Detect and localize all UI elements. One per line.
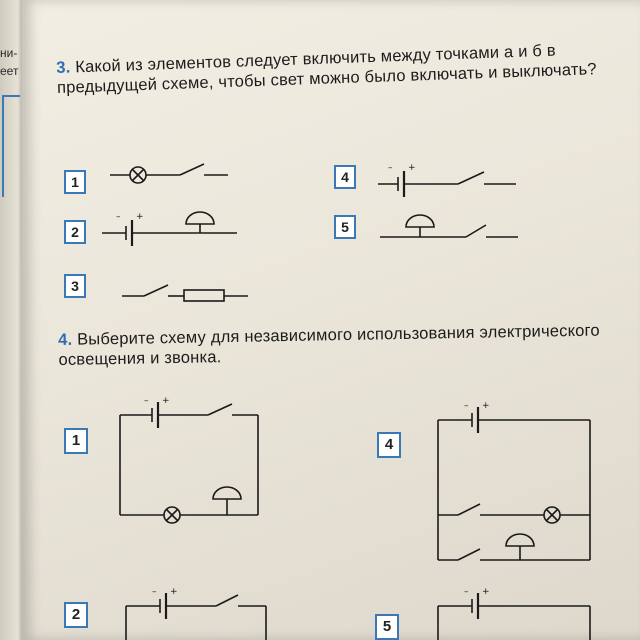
bell-icon <box>212 486 242 515</box>
bell-icon <box>505 533 535 560</box>
q3-option-2-circuit: – + <box>102 211 237 246</box>
question-3-number: 3. <box>56 58 71 77</box>
q4-option-5-circuit: – + <box>437 587 591 640</box>
left-page-edge: ни- еет <box>0 0 22 640</box>
switch-icon <box>146 163 228 176</box>
q3-option-1-circuit <box>110 163 228 184</box>
battery-minus-sign: – <box>152 587 157 597</box>
q3-option-4-label[interactable]: 4 <box>334 165 356 189</box>
q3-option-4-circuit: – + <box>378 163 516 197</box>
battery-minus-sign: – <box>388 163 393 173</box>
battery-minus-sign: – <box>144 396 149 406</box>
q4-option-1-label[interactable]: 1 <box>64 428 88 454</box>
battery-icon: – + <box>378 163 436 197</box>
battery-plus-sign: + <box>408 163 416 173</box>
textbook-page: 3. Какой из элементов следует включить м… <box>22 0 640 640</box>
resistor-icon <box>183 289 248 302</box>
q4-option-4-label[interactable]: 4 <box>377 432 401 458</box>
battery-plus-sign: + <box>136 212 144 222</box>
q4-option-2-circuit: – + <box>125 587 267 640</box>
switch-icon <box>436 171 516 185</box>
switch-icon <box>215 594 266 607</box>
switch-icon <box>457 503 544 516</box>
battery-icon: – + <box>144 396 170 428</box>
battery-plus-sign: + <box>482 587 490 597</box>
battery-plus-sign: + <box>170 587 178 597</box>
bell-icon <box>380 214 466 238</box>
question-4: 4. Выберите схему для независимого испол… <box>58 320 629 370</box>
bell-icon <box>164 211 237 234</box>
lamp-icon <box>163 506 181 524</box>
q4-option-1-circuit: – + <box>119 396 259 524</box>
question-3-text: Какой из элементов следует включить межд… <box>56 41 598 97</box>
battery-minus-sign: – <box>116 212 121 222</box>
left-page-text-2: еет <box>0 64 19 78</box>
q3-option-2-label[interactable]: 2 <box>64 220 86 244</box>
question-4-number: 4. <box>58 330 73 349</box>
left-page-text-1: ни- <box>0 46 18 60</box>
q3-option-3-circuit <box>122 284 248 302</box>
switch-icon <box>465 224 518 238</box>
lamp-icon <box>110 166 147 184</box>
battery-plus-sign: + <box>162 396 170 406</box>
q3-option-1-label[interactable]: 1 <box>64 170 86 194</box>
battery-icon: – + <box>464 587 490 619</box>
q3-option-5-label[interactable]: 5 <box>334 215 356 239</box>
battery-icon: – + <box>464 401 490 433</box>
switch-icon <box>457 548 590 561</box>
battery-plus-sign: + <box>482 401 490 411</box>
q4-option-5-label[interactable]: 5 <box>375 614 399 640</box>
left-page-frame-line <box>2 95 20 197</box>
battery-minus-sign: – <box>464 401 469 411</box>
battery-icon: – + <box>152 587 178 619</box>
q3-option-3-label[interactable]: 3 <box>64 274 86 298</box>
q4-option-2-label[interactable]: 2 <box>64 602 88 628</box>
question-4-text: Выберите схему для независимого использо… <box>58 321 600 369</box>
q4-option-4-circuit: – + <box>437 401 591 561</box>
battery-icon: – + <box>102 212 164 246</box>
lamp-icon <box>543 506 561 524</box>
q3-option-5-circuit <box>380 214 518 238</box>
switch-icon <box>122 284 184 297</box>
question-3: 3. Какой из элементов следует включить м… <box>56 38 627 98</box>
battery-minus-sign: – <box>464 587 469 597</box>
switch-icon <box>207 403 258 416</box>
